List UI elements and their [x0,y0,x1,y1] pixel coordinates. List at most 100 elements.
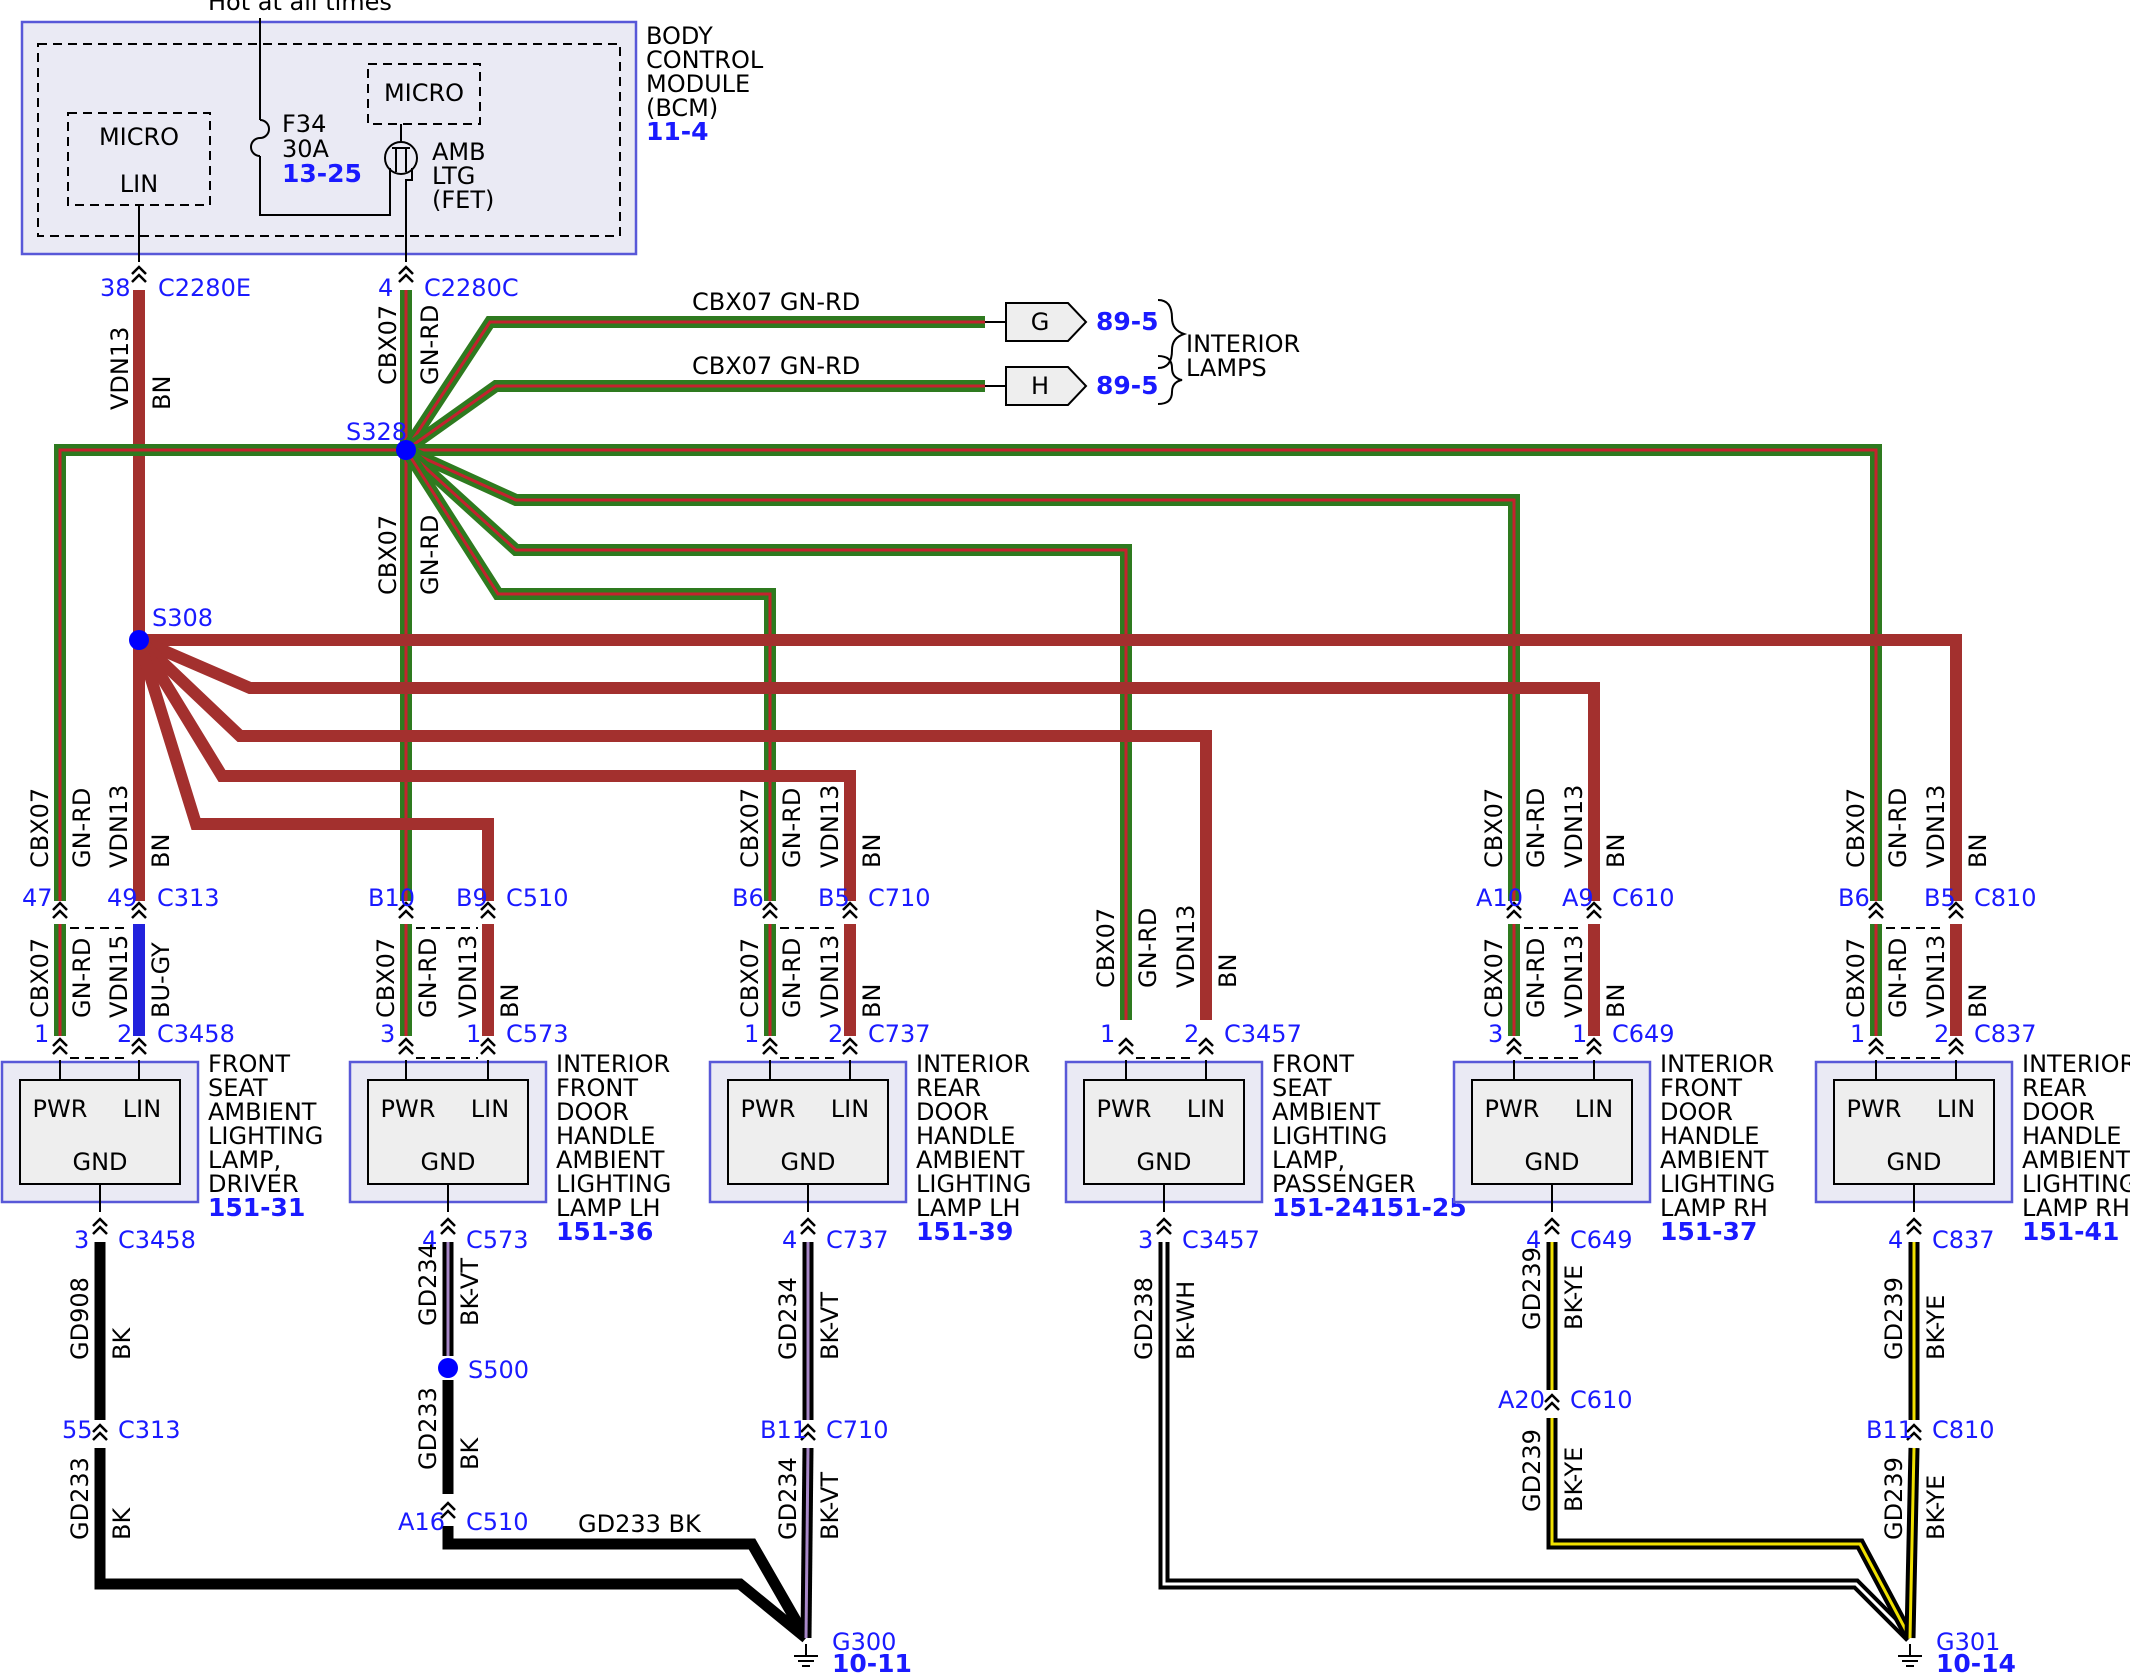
micro-fet-title: MICRO [384,79,464,107]
module-1-pwr-label: PWR [33,1095,88,1123]
module-3-lower-right-pin: 2 [828,1020,843,1048]
module-5-name-0: INTERIOR [1660,1050,1774,1078]
wire-to-conn-h-stripe [405,384,985,452]
module-4-above-wire-2: VDN13 [1172,905,1200,988]
connector-h-ref: 89-5 [1096,371,1159,400]
module-2-upper-right-pin: B9 [456,884,488,912]
module-3-above-wire-2: VDN13 [816,785,844,868]
module-1-gnd-conn-top [92,1217,108,1227]
module-6-lower-left-pin: 1 [1850,1020,1865,1048]
module-6-below-wire-1: CBX07 [1842,938,1870,1018]
module-5-above-color-1: GN-RD [1522,788,1550,868]
module-4-name-1: SEAT [1272,1074,1332,1102]
s500-splice [438,1358,458,1378]
module-2-upper-left-pin: B10 [368,884,415,912]
m6-gnd-mid-conn: C810 [1932,1416,1995,1444]
wire-to-m6-pwr [406,444,1882,901]
module-3-gnd-conn-bottom [800,1225,816,1235]
module-6-lower-conn-name: C837 [1974,1020,2037,1048]
m5-gnd-mid-conn: C610 [1570,1386,1633,1414]
module-3-gnd-conn-name: C737 [826,1226,889,1254]
module-5-gnd-pin: 4 [1526,1226,1541,1254]
module-1-above-color-1: GN-RD [68,788,96,868]
module-1-upper-right-pin: 49 [107,884,138,912]
module-1-upper-left-pin: 47 [22,884,53,912]
module-5-upper-conn-right-top [1586,901,1602,911]
gd239-m5-color-label: BK-YE [1560,1265,1588,1330]
wire-to-m2-lin [133,638,494,901]
g301-ref: 10-14 [1936,1649,2016,1675]
fuse-rating: 30A [282,135,330,163]
gd239-m5b-color-label: BK-YE [1560,1447,1588,1512]
module-4-lower-conn-left-top [1118,1037,1134,1047]
conn-c313-ground-top [92,1423,108,1433]
connector-g-label: G [1031,308,1050,336]
wire-to-m3-pwr [400,446,776,901]
module-4-lower-left-pin: 1 [1100,1020,1115,1048]
wire-g-label: CBX07 GN-RD [692,288,860,316]
module-3-lower-conn-left-top [762,1037,778,1047]
module-3-name-0: INTERIOR [916,1050,1030,1078]
module-5-name-5: LIGHTING [1660,1170,1775,1198]
module-4-name-0: FRONT [1272,1050,1354,1078]
module-1-below-color-1: GN-RD [68,938,96,1018]
bcm-name-2: MODULE [646,70,750,98]
module-4-name-5: PASSENGER [1272,1170,1415,1198]
module-1-upper-conn-right-top [131,901,147,911]
module-4-name-4: LAMP, [1272,1146,1345,1174]
module-6-inner-box [1833,1079,1995,1185]
label-c2280c: C2280C [424,274,519,302]
wire-gd239-m5-run-tracer [1550,1418,1912,1639]
module-5-above-wire-2: VDN13 [1560,785,1588,868]
gd233-m2-wire-label: GD233 [414,1387,442,1470]
module-6-name-0: INTERIOR [2022,1050,2130,1078]
module-5-name-6: LAMP RH [1660,1194,1768,1222]
module-1-lower-conn-left-bottom [52,1045,68,1055]
module-4-lower-conn-left-bottom [1118,1045,1134,1055]
module-2-name-5: LIGHTING [556,1170,671,1198]
module-2-gnd-label: GND [420,1148,475,1176]
micro-lin-pin: LIN [120,170,158,198]
fet-label-3: (FET) [432,186,494,214]
module-2-pwr-label: PWR [381,1095,436,1123]
s500-label: S500 [468,1356,529,1384]
fuse-to-fet-line [259,156,391,216]
conn-c810-ground-bottom [1906,1431,1922,1441]
conn-c313-ground-bottom [92,1431,108,1441]
module-6-gnd-conn-top [1906,1217,1922,1227]
wire-gd239-m5-run [1546,1418,1915,1641]
fuse-symbol [250,119,270,157]
gd239-m5-wire-label: GD239 [1518,1247,1546,1330]
module-5-upper-right-pin: A9 [1562,884,1594,912]
module-3-below-wire-1: CBX07 [736,938,764,1018]
s328-label: S328 [346,418,407,446]
module-3-name-1: REAR [916,1074,981,1102]
module-2-gnd-conn-name: C573 [466,1226,529,1254]
gd234-m3b-wire-label: GD234 [774,1457,802,1540]
gd238-wire-label: GD238 [1130,1277,1158,1360]
module-5-upper-conn-right-bottom [1586,909,1602,919]
wire-to-m4-pwr-stripe [404,448,1128,1020]
module-4-above-wire-1: CBX07 [1092,908,1120,988]
module-2-below-color-2: BN [496,984,524,1018]
conn-c2280c-top [398,265,414,275]
module-6-lin-label: LIN [1937,1095,1975,1123]
module-5-upper-left-pin: A10 [1476,884,1523,912]
module-1-above-wire-1: CBX07 [26,788,54,868]
module-5-below-color-1: GN-RD [1522,938,1550,1018]
gd239-m6b-wire-label: GD239 [1880,1457,1908,1540]
module-2-inner-box [367,1079,529,1185]
module-5-gnd-conn-top [1544,1217,1560,1227]
module-6-name-2: DOOR [2022,1098,2095,1126]
module-4-gnd-pin: 3 [1138,1226,1153,1254]
module-3-lower-conn-left-bottom [762,1045,778,1055]
wire-to-m5-pwr [403,444,1520,901]
gd234-m3-wire-label: GD234 [774,1277,802,1360]
module-3-upper-conn-right-bottom [842,909,858,919]
module-2-name-1: FRONT [556,1074,638,1102]
module-1-lower-left-pin: 1 [34,1020,49,1048]
s328-splice [396,440,416,460]
module-1-inner-box [19,1079,181,1185]
module-6-name-3: HANDLE [2022,1122,2121,1150]
module-5-upper-conn-name: C610 [1612,884,1675,912]
